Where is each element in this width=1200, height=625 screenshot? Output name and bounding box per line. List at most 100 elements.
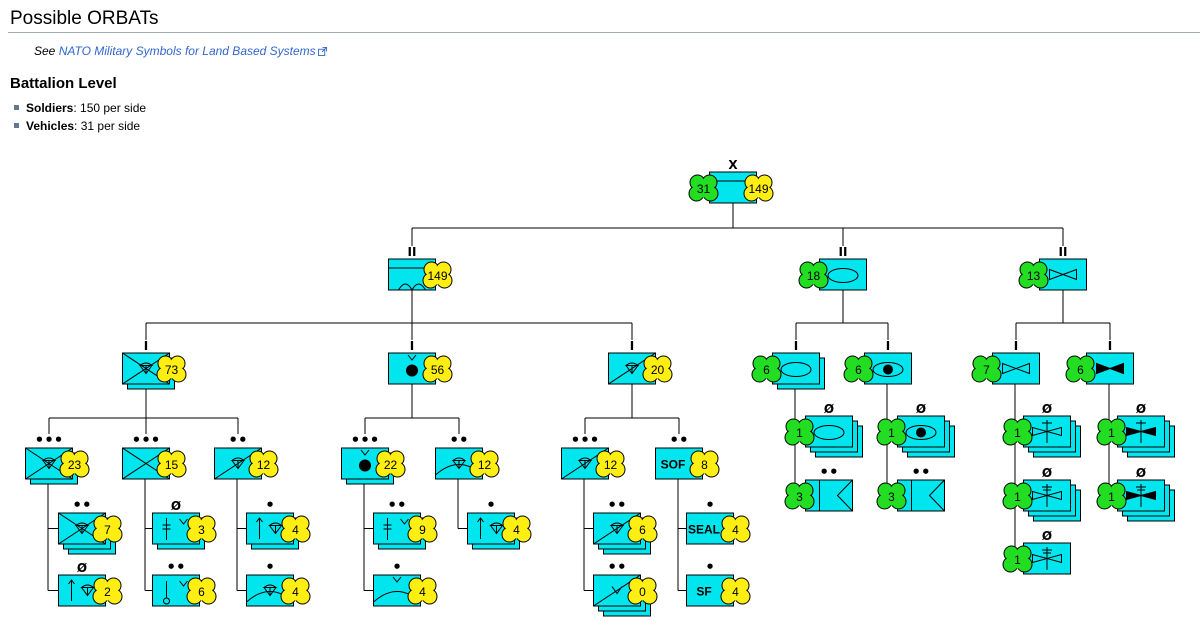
badge-count: 18 [807, 269, 821, 283]
badge-count: 2 [104, 585, 111, 599]
unit-symbol-p4[interactable]: •••22 [341, 431, 406, 485]
soldier-count-badge: 22 [375, 450, 406, 478]
unit-symbol-t4[interactable]: ••3 [876, 463, 945, 512]
soldier-count-badge: 12 [248, 450, 279, 478]
vehicle-count-badge: 1 [876, 418, 907, 446]
badge-count: 4 [513, 523, 520, 537]
soldier-count-badge: 20 [642, 355, 673, 383]
soldiers-value: : 150 per side [73, 101, 147, 115]
echelon-marker: •• [607, 558, 626, 576]
echelon-marker: ••• [571, 431, 600, 449]
unit-symbol-p5[interactable]: ••12 [435, 431, 500, 480]
unit-symbol-s3[interactable]: Ø3 [152, 499, 217, 550]
badge-count: 31 [697, 182, 711, 196]
vehicle-count-badge: 1 [1002, 545, 1033, 573]
soldier-count-badge: 15 [156, 450, 187, 478]
soldier-count-badge: 4 [280, 577, 311, 605]
echelon-marker: •• [449, 431, 468, 449]
echelon-marker: I [886, 339, 890, 353]
badge-count: 23 [68, 458, 82, 472]
vehicle-count-badge: 13 [1018, 261, 1049, 289]
unit-symbol-s7[interactable]: ••9 [373, 496, 438, 550]
unit-symbol-co5[interactable]: I6 [843, 339, 912, 385]
unit-symbol-s4[interactable]: ••6 [152, 558, 217, 607]
badge-count: 4 [419, 585, 426, 599]
echelon-marker: • [705, 496, 715, 514]
nato-symbols-link[interactable]: NATO Military Symbols for Land Based Sys… [58, 44, 316, 58]
soldier-count-badge: 73 [156, 355, 187, 383]
echelon-marker: II [408, 245, 417, 259]
badge-count: 6 [198, 585, 205, 599]
unit-symbol-t2[interactable]: ••3 [784, 463, 853, 512]
unit-symbol-h2[interactable]: Ø1 [1002, 466, 1081, 522]
badge-count: 1 [888, 426, 895, 440]
vehicle-count-badge: 6 [843, 355, 874, 383]
badge-count: 12 [257, 458, 271, 472]
unit-symbol-co2[interactable]: I56 [388, 339, 453, 385]
badge-count: 6 [855, 363, 862, 377]
unit-symbol-s12[interactable]: SEAL•4 [686, 496, 751, 545]
echelon-marker: Ø [916, 402, 926, 416]
unit-frame [1039, 258, 1087, 291]
unit-symbol-s1[interactable]: ••7 [58, 496, 123, 555]
vehicle-count-badge: 6 [751, 355, 782, 383]
unit-symbol-co4[interactable]: I6 [751, 339, 825, 390]
unit-symbol-t3[interactable]: Ø1 [876, 402, 955, 458]
unit-symbol-s11[interactable]: •• 0 [593, 558, 658, 617]
unit-symbol-h4[interactable]: Ø1 [1096, 402, 1175, 458]
echelon-marker: •• [387, 496, 406, 514]
badge-count: 1 [796, 426, 803, 440]
unit-symbol-s6[interactable]: •4 [246, 558, 311, 607]
unit-symbol-co7[interactable]: I6 [1065, 339, 1134, 385]
unit-symbol-p6[interactable]: •••12 [561, 431, 626, 480]
echelon-marker: Ø [1042, 466, 1052, 480]
echelon-marker: X [728, 158, 738, 172]
unit-symbol-p2[interactable]: •••15 [122, 431, 187, 480]
soldier-count-badge: 12 [469, 450, 500, 478]
echelon-marker: • [265, 496, 275, 514]
unit-symbol-p7[interactable]: SOF••8 [655, 431, 720, 480]
echelon-marker: Ø [171, 499, 181, 513]
unit-symbol-p1[interactable]: •••23 [25, 431, 90, 485]
badge-count: 0 [639, 585, 646, 599]
badge-count: 13 [1027, 269, 1041, 283]
unit-symbol-s13[interactable]: SF•4 [686, 558, 751, 607]
soldier-count-badge: 4 [280, 515, 311, 543]
unit-symbol-s8[interactable]: •4 [373, 558, 438, 607]
unit-symbol-h3[interactable]: Ø1 [1002, 529, 1071, 575]
unit-symbol-h1[interactable]: Ø1 [1002, 402, 1081, 458]
badge-count: 4 [292, 585, 299, 599]
unit-symbol-t1[interactable]: Ø1 [784, 402, 863, 458]
unit-symbol-h5[interactable]: Ø1 [1096, 466, 1175, 522]
badge-count: 3 [796, 490, 803, 504]
unit-text-label: SF [696, 585, 711, 599]
echelon-marker: Ø [1136, 466, 1146, 480]
bullet-icon [14, 105, 19, 110]
unit-symbol-co3[interactable]: I 20 [608, 339, 673, 385]
unit-symbol-s9[interactable]: •4 [467, 496, 532, 550]
vehicle-count-badge: 3 [784, 482, 815, 510]
echelon-marker: • [265, 558, 275, 576]
badge-count: 1 [1108, 490, 1115, 504]
soldier-count-badge: 149 [422, 261, 453, 289]
soldier-count-badge: 8 [689, 450, 720, 478]
unit-symbol-s10[interactable]: •• 6 [593, 496, 658, 555]
vehicle-count-badge: 1 [1002, 418, 1033, 446]
badge-count: 3 [888, 490, 895, 504]
echelon-marker: I [630, 339, 634, 353]
unit-symbol-p3[interactable]: ••12 [214, 431, 279, 480]
soldier-count-badge: 3 [186, 515, 217, 543]
vehicle-count-badge: 1 [1002, 482, 1033, 510]
unit-symbol-btn1[interactable]: II 149 [388, 245, 453, 292]
unit-symbol-co1[interactable]: I73 [122, 339, 187, 390]
soldier-count-badge: 4 [407, 577, 438, 605]
soldier-count-badge: 9 [407, 515, 438, 543]
badge-count: 6 [639, 523, 646, 537]
unit-symbol-co6[interactable]: I7 [971, 339, 1040, 385]
echelon-marker: •• [607, 496, 626, 514]
unit-symbol-s5[interactable]: •4 [246, 496, 311, 550]
unit-symbol-s2[interactable]: Ø2 [58, 561, 123, 607]
